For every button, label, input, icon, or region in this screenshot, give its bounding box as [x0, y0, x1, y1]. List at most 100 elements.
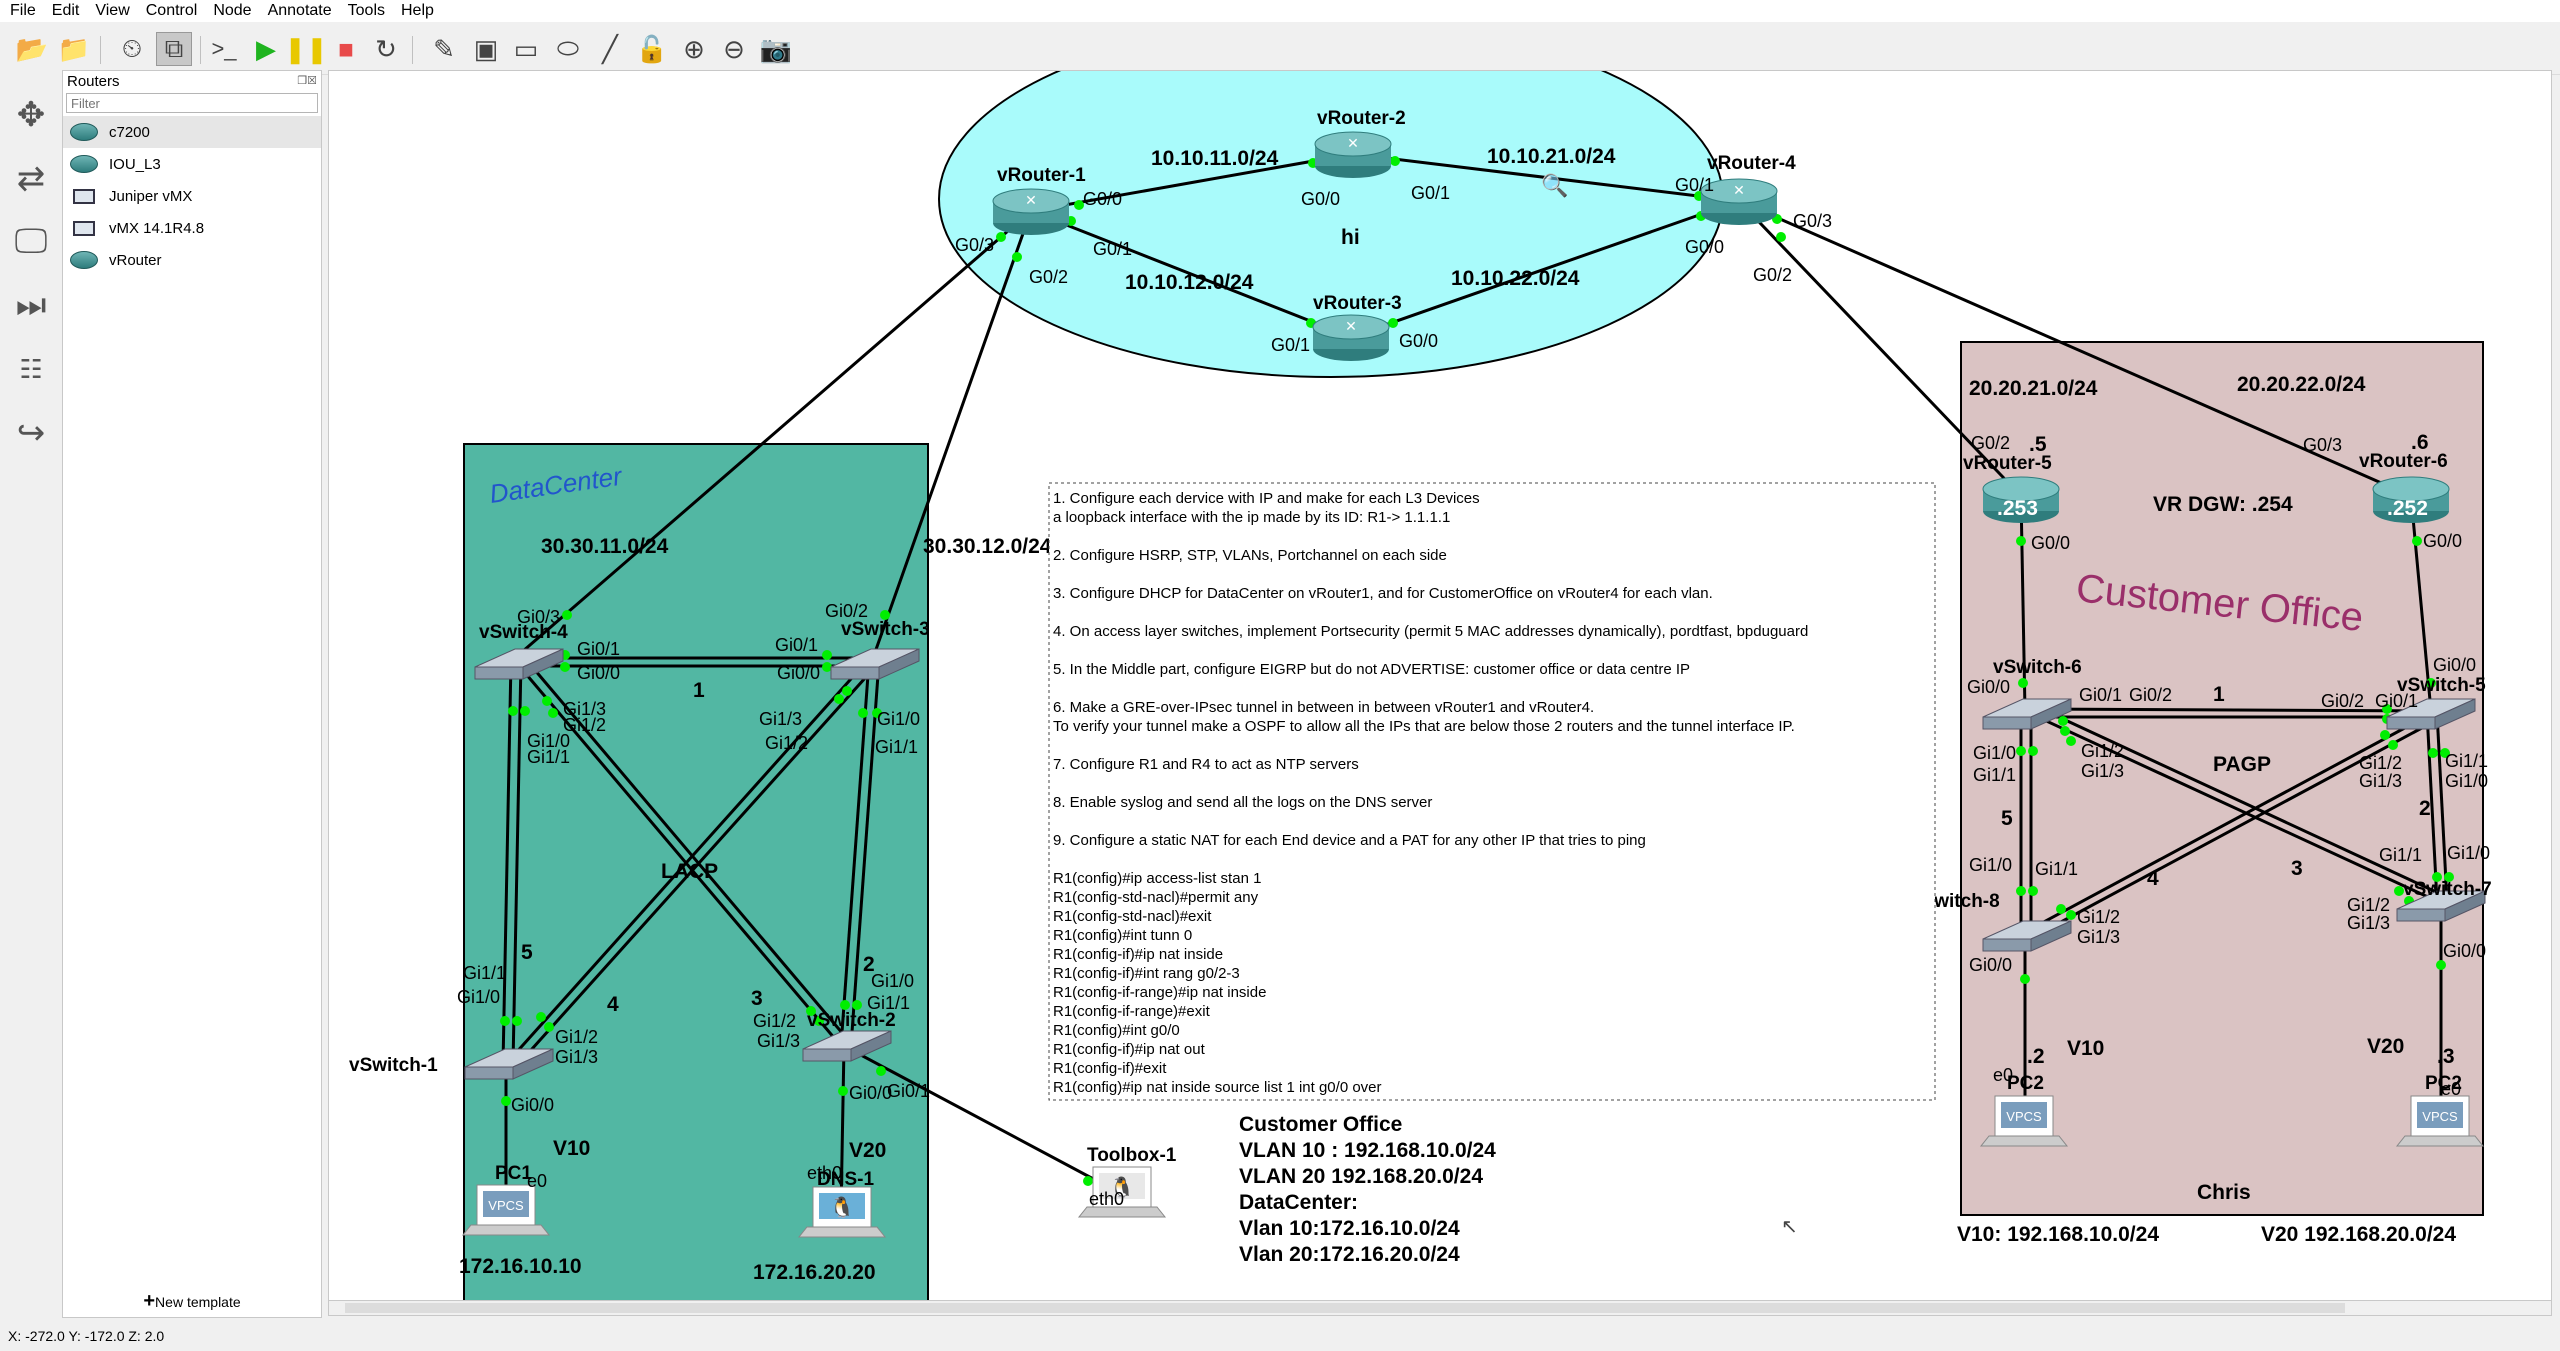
switch-vswitch-4[interactable]	[474, 648, 564, 680]
host-dns-1[interactable]: 🐧	[797, 1186, 887, 1238]
svg-text:🐧: 🐧	[1110, 1175, 1135, 1199]
template-item[interactable]: vMX 14.1R4.8	[63, 212, 321, 244]
console-all-icon[interactable]: >_	[211, 36, 237, 61]
label-vswitch-6: vSwitch-6	[1993, 657, 2082, 678]
menu-help[interactable]: Help	[401, 2, 434, 19]
router-vrouter-6[interactable]	[2372, 476, 2450, 523]
topology-canvas[interactable]: ✕ ✕ ✕ ✕ VPCS 🐧 🐧 VPCS VPCS vRouter-1 vRo…	[328, 70, 2552, 1306]
menu-node[interactable]: Node	[213, 2, 252, 19]
switch-vswitch-6[interactable]	[1982, 698, 2072, 730]
port-label: Gi1/2	[555, 1027, 598, 1047]
vpcs-icon	[2001, 1102, 2047, 1128]
router-vrouter-3[interactable]: ✕	[1312, 314, 1390, 361]
horizontal-scrollbar[interactable]	[328, 1300, 2552, 1316]
snapshot-icon[interactable]: ⏲	[121, 33, 143, 63]
switch-vswitch-1[interactable]	[464, 1048, 554, 1080]
dock-float-close-buttons[interactable]: ❐☒	[297, 75, 317, 87]
open-folder-icon[interactable]: 📁	[57, 33, 91, 64]
dc-portchannel-2: 2	[863, 953, 875, 976]
template-item[interactable]: IOU_L3	[63, 148, 321, 180]
switch-vswitch-7[interactable]	[2396, 890, 2486, 922]
pc1-ip-label: 172.16.10.10	[459, 1255, 582, 1278]
open-project-icon[interactable]: 📂	[15, 33, 49, 64]
router-icon	[69, 122, 99, 142]
router-vrouter-5[interactable]	[1982, 476, 2060, 523]
port-label: Gi1/0	[2445, 771, 2488, 791]
scrollbar-thumb[interactable]	[345, 1303, 2345, 1313]
task-line: 8. Enable syslog and send all the logs o…	[1053, 794, 1432, 811]
stop-all-icon[interactable]: ■	[338, 33, 354, 64]
reload-all-icon[interactable]: ↻	[375, 33, 397, 64]
pc2a-host-id: .2	[2027, 1045, 2045, 1068]
port-label: G0/2	[1753, 265, 1792, 285]
task-line: R1(config-if)#ip nat inside	[1053, 946, 1223, 963]
zoom-out-icon[interactable]: ⊖	[723, 33, 745, 64]
draw-ellipse-icon[interactable]: ⬭	[556, 33, 580, 63]
router-vrouter-2[interactable]: ✕	[1314, 131, 1392, 178]
link-r2-r4	[1352, 152, 1740, 203]
host-pc1[interactable]: VPCS	[461, 1184, 551, 1236]
link-r1-sw3	[871, 210, 1033, 659]
switch-vswitch-8[interactable]	[1982, 920, 2072, 952]
browse-end-devices-icon[interactable]: 🖵	[14, 221, 48, 260]
browse-security-icon[interactable]: ⏭	[15, 285, 47, 324]
router-arrows-icon: ✕	[1347, 135, 1359, 151]
menu-view[interactable]: View	[95, 2, 130, 19]
draw-line-icon[interactable]: ╱	[602, 33, 618, 64]
host-toolbox-1[interactable]: 🐧	[1077, 1166, 1167, 1218]
template-label: c7200	[109, 123, 150, 141]
pagp-label: PAGP	[2213, 753, 2271, 776]
port-label: G0/0	[1685, 237, 1724, 257]
zoom-in-icon[interactable]: ⊕	[683, 33, 705, 64]
menu-tools[interactable]: Tools	[347, 2, 385, 19]
template-item[interactable]: Juniper vMX	[63, 180, 321, 212]
subnet-r4-r6: 20.20.22.0/24	[2237, 373, 2366, 396]
port-label: eth0	[807, 1163, 842, 1183]
browse-all-devices-icon[interactable]: ☷	[19, 353, 43, 384]
menu-file[interactable]: File	[10, 2, 36, 19]
tasks-note-box[interactable]	[1048, 482, 1936, 1101]
add-link-icon[interactable]: ↪	[16, 414, 46, 452]
port-label: G0/1	[1093, 239, 1132, 259]
template-item[interactable]: c7200	[63, 116, 321, 148]
port-label: Gi1/2	[753, 1011, 796, 1031]
add-note-icon[interactable]: ✎	[433, 33, 455, 64]
port-label: Gi1/3	[563, 699, 606, 719]
host-pc2-vlan20[interactable]: VPCS	[2395, 1095, 2485, 1147]
toolbar-separator	[100, 36, 101, 64]
linux-tux-icon	[1099, 1173, 1145, 1199]
menu-annotate[interactable]: Annotate	[267, 2, 332, 19]
task-line: R1(config-std-nacl)#exit	[1053, 908, 1212, 925]
insert-picture-icon[interactable]: ▣	[473, 33, 499, 64]
co-vlan20-network: V20 192.168.20.0/24	[2261, 1223, 2456, 1246]
task-line: 3. Configure DHCP for DataCenter on vRou…	[1053, 585, 1713, 602]
switch-vswitch-3[interactable]	[830, 648, 920, 680]
browse-switches-icon[interactable]: ⇄	[16, 160, 46, 198]
host-pc2-vlan10[interactable]: VPCS	[1979, 1095, 2069, 1147]
link-r3-r4	[1350, 199, 1740, 339]
switch-vswitch-2[interactable]	[802, 1030, 892, 1062]
new-template-button[interactable]: +New template	[63, 1290, 321, 1313]
router-vrouter-1[interactable]: ✕	[992, 188, 1070, 235]
filter-input[interactable]	[66, 93, 318, 113]
router6-host-id: .6	[2411, 431, 2429, 454]
switch-vswitch-5[interactable]	[2386, 698, 2476, 730]
template-item[interactable]: vRouter	[63, 244, 321, 276]
menu-edit[interactable]: Edit	[51, 2, 80, 19]
start-all-icon[interactable]: ▶	[256, 33, 276, 64]
port-label: G0/3	[2303, 435, 2342, 455]
subnet-r1-r3: 10.10.12.0/24	[1125, 271, 1254, 294]
show-interfaces-icon[interactable]: ⧉	[156, 32, 192, 66]
router-vrouter-4[interactable]: ✕	[1700, 178, 1778, 225]
laptop-icon	[69, 218, 99, 238]
lock-icon[interactable]: 🔓	[635, 33, 669, 64]
port-label: Gi1/1	[867, 993, 910, 1013]
port-label: Gi0/1	[775, 635, 818, 655]
menu-control[interactable]: Control	[145, 2, 198, 19]
link-r4-r5	[1737, 199, 2023, 498]
screenshot-icon[interactable]: 📷	[759, 33, 793, 64]
browse-routers-icon[interactable]: ✥	[16, 96, 46, 134]
suspend-all-icon[interactable]: ❚❚	[284, 33, 328, 64]
draw-rectangle-icon[interactable]: ▭	[513, 33, 539, 64]
